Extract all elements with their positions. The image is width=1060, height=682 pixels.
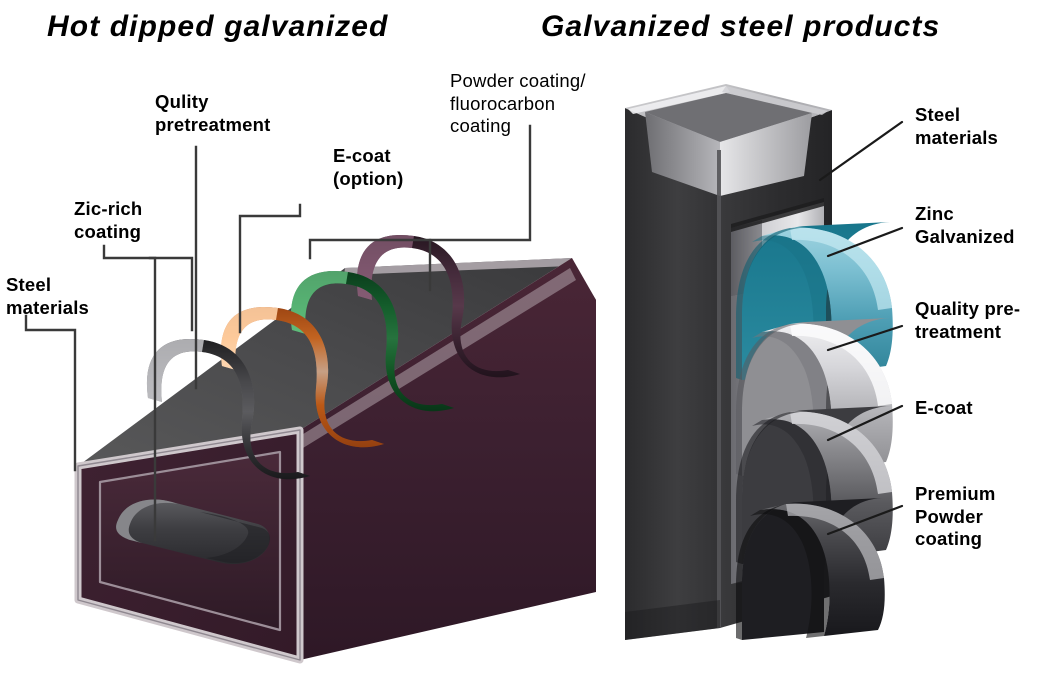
leader-e-coat [238, 203, 302, 334]
right-shell-quality-pretreatment [736, 318, 893, 476]
leader-right-steel-materials [818, 120, 904, 182]
left-bore-steel-sample-lip [116, 499, 178, 543]
left-callout-zinc-rich-coating: Zic-rich coating [74, 198, 143, 242]
right-tube-base-shadow [625, 600, 720, 640]
left-layer-steel-core [146, 338, 310, 480]
right-tube-bore-back [645, 93, 812, 196]
right-callout-zinc-galvanized: Zinc Galvanized [915, 203, 1015, 247]
leader-right-e-coat [826, 404, 904, 442]
right-callout-quality-pretreatment: Quality pre- treatment [915, 298, 1021, 342]
right-tube-illustration [625, 84, 893, 640]
leader-steel-materials [24, 314, 77, 472]
left-tube-illustration [74, 234, 596, 664]
left-callout-quality-pretreatment: Qulity pretreatment [155, 91, 271, 135]
leader-right-premium-powder [826, 504, 904, 536]
right-tube-bore-right-wall [720, 113, 812, 196]
right-tube-corner-edge [717, 150, 721, 628]
right-panel-title: Galvanized steel products [541, 10, 941, 43]
right-callout-steel-materials: Steel materials [915, 104, 999, 148]
left-tube-front-rim-inner-line [77, 429, 301, 661]
leader-right-zinc-galvanized [826, 226, 904, 258]
right-leader-lines [818, 120, 904, 536]
left-tube-right-face-sheen [300, 268, 576, 448]
left-tube-far-end [566, 258, 596, 330]
left-panel-title: Hot dipped galvanized [47, 10, 389, 43]
left-tube-front-face [78, 430, 300, 660]
left-bore-steel-sample-shade [200, 512, 270, 564]
leader-zinc-rich [102, 244, 157, 542]
right-shell-premium-powder [736, 498, 885, 640]
left-tube-bore [100, 452, 280, 630]
left-callout-powder-coating: Powder coating/ fluorocarbon coating [450, 70, 586, 137]
left-tube-top-edge-highlight [344, 258, 572, 275]
right-tube-rim-highlight-right [722, 86, 828, 115]
right-tube-bore-left-wall [645, 112, 720, 196]
right-tube-left-face [625, 108, 720, 640]
left-tube-front-rim [74, 426, 304, 664]
right-tube-cutaway-shade [731, 220, 762, 584]
right-callout-premium-powder: Premium Powder coating [915, 483, 996, 550]
right-tube-bore-mouth [645, 93, 812, 142]
left-leader-lines [24, 124, 532, 542]
left-tube-bore-rim [98, 450, 282, 632]
leader-zinc-rich-branch [148, 256, 194, 332]
left-layer-powder-coating [356, 234, 520, 378]
right-tube-cutaway-panel [731, 202, 824, 296]
right-shell-e-coat [736, 406, 893, 564]
right-tube-cutaway-top-reveal [731, 198, 824, 232]
right-callout-e-coat: E-coat [915, 397, 973, 418]
left-callout-steel-materials: Steel materials [6, 274, 90, 318]
right-tube-top-rim [625, 84, 832, 150]
left-layer-e-coat [290, 270, 454, 412]
right-shell-zinc-galvanized [736, 222, 893, 380]
right-tube-right-face [720, 110, 832, 628]
right-tube-rim-highlight [628, 86, 730, 114]
right-tube-cutaway-panel-lower [731, 276, 824, 584]
left-bore-steel-sample [116, 499, 270, 565]
left-tube-right-face [300, 258, 596, 660]
leader-right-quality-pretreat [826, 324, 904, 352]
left-callout-e-coat-option: E-coat (option) [333, 145, 404, 189]
left-layer-zinc-rich [220, 306, 384, 448]
left-tube-top-face [78, 258, 572, 466]
